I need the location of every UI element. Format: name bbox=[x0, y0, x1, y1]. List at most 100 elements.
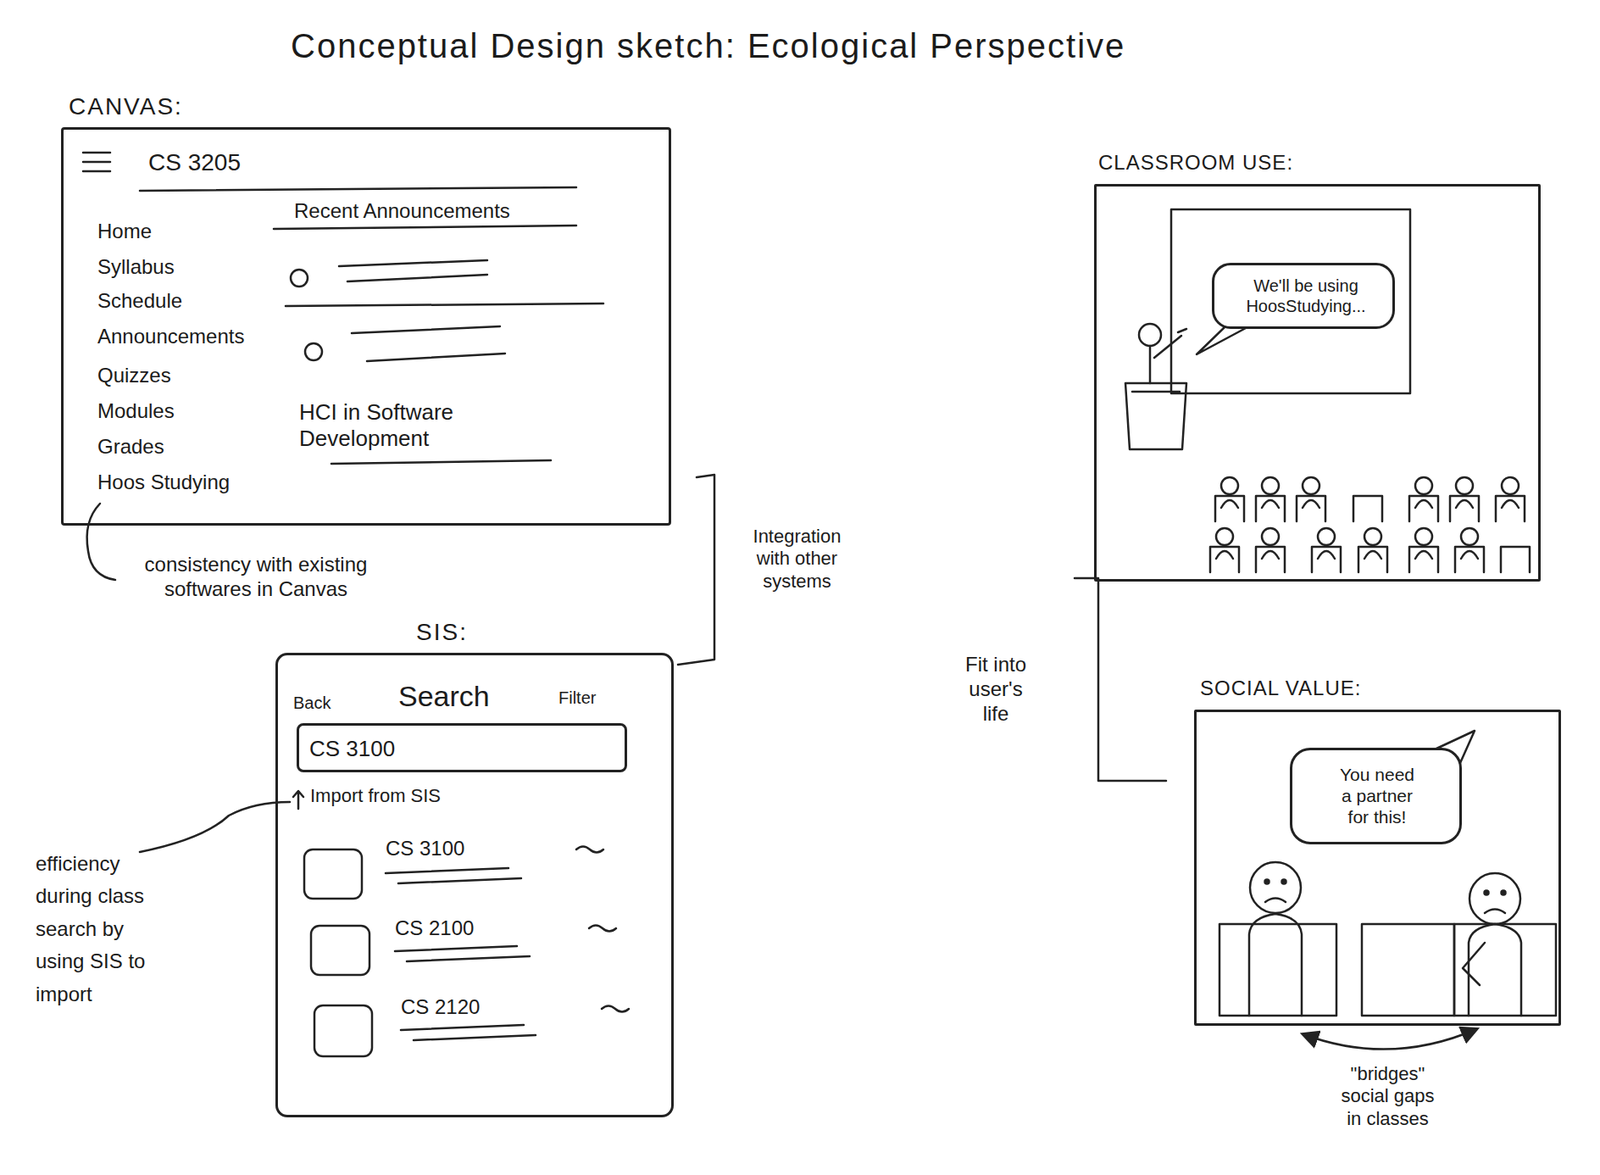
sketch-path bbox=[1125, 383, 1187, 450]
sketch-path bbox=[1415, 550, 1433, 559]
sketch-circle bbox=[1461, 527, 1478, 545]
sketch-path bbox=[1501, 500, 1519, 508]
sketch-rect bbox=[314, 1005, 373, 1056]
result-item: CS 2100 bbox=[394, 916, 474, 941]
design-note: efficiency during class search by using … bbox=[35, 847, 163, 1011]
speech-text: You need a partner for this! bbox=[1334, 763, 1420, 828]
sketch-circle bbox=[1261, 477, 1279, 495]
sketch-circle bbox=[1250, 861, 1301, 913]
sketch-path bbox=[1210, 546, 1239, 573]
sketch-g bbox=[83, 152, 1556, 1056]
menu-item: Schedule bbox=[97, 288, 183, 314]
sketch-circle bbox=[1216, 527, 1234, 545]
sketch-circle bbox=[1302, 477, 1320, 495]
sketch-rect bbox=[1361, 923, 1455, 1016]
sketch-path bbox=[338, 260, 488, 282]
menu-item: Syllabus bbox=[97, 255, 175, 280]
course-title: HCI in Software Development bbox=[299, 399, 537, 452]
sketch-path bbox=[1132, 390, 1180, 394]
menu-item: Modules bbox=[97, 399, 175, 424]
speech-text: We'll be using HoosStudying... bbox=[1225, 275, 1387, 317]
sketch-circle bbox=[1138, 323, 1162, 346]
course-code: CS 3205 bbox=[148, 148, 241, 178]
sketch-circle bbox=[1415, 527, 1433, 545]
sketch-path bbox=[385, 867, 522, 884]
sketch-circle bbox=[1265, 879, 1270, 884]
sketch-circle bbox=[1501, 890, 1506, 895]
sketch-path bbox=[1364, 550, 1382, 559]
sketch-path bbox=[1455, 546, 1484, 573]
sketch-path bbox=[1303, 1028, 1477, 1050]
menu-item: Announcements bbox=[97, 324, 245, 350]
canvas-window: CANVAS:CS 3205Recent AnnouncementsHomeSy… bbox=[61, 127, 672, 526]
result-item: CS 2120 bbox=[400, 994, 480, 1020]
sketch-path bbox=[1500, 546, 1530, 573]
sketch-path bbox=[139, 801, 290, 852]
sketch-path bbox=[273, 225, 577, 229]
sketch-rect bbox=[1171, 209, 1411, 394]
sketch-circle bbox=[305, 343, 323, 361]
nav-button: Filter bbox=[558, 687, 596, 708]
speech-bubble: We'll be using HoosStudying... bbox=[1211, 262, 1395, 329]
menu-item: Grades bbox=[97, 434, 165, 460]
sketch-path bbox=[1317, 550, 1335, 559]
result-item: CS 3100 bbox=[385, 836, 465, 862]
sketch-path bbox=[285, 303, 604, 306]
design-note: consistency with existing softwares in C… bbox=[120, 552, 392, 602]
sketch-path bbox=[1216, 550, 1234, 559]
sketch-path bbox=[1296, 495, 1326, 522]
import-link: Import from SIS bbox=[310, 784, 441, 807]
sketch-path bbox=[1409, 495, 1439, 522]
design-note: Fit into user's life bbox=[957, 652, 1034, 726]
sketch-path bbox=[1154, 328, 1187, 358]
sketch-rect bbox=[1219, 923, 1337, 1016]
sketch-path bbox=[1311, 546, 1341, 573]
sis-phone-screen: SIS:BackSearchFilterImport from SISCS 31… bbox=[275, 652, 674, 1117]
menu-item: Hoos Studying bbox=[97, 470, 230, 495]
sketch-path bbox=[1495, 495, 1525, 522]
sketch-circle bbox=[1415, 477, 1433, 495]
sketch-circle bbox=[290, 269, 308, 287]
sketch-path bbox=[588, 925, 617, 932]
sketch-path bbox=[1358, 546, 1388, 573]
sketch-circle bbox=[1455, 477, 1473, 495]
sketch-path bbox=[1221, 500, 1239, 508]
sketch-path bbox=[1461, 550, 1478, 559]
classroom-frame: CLASSROOM USE:We'll be using HoosStudyin… bbox=[1094, 183, 1541, 582]
sketch-path bbox=[83, 152, 111, 172]
sketch-path bbox=[1409, 546, 1439, 573]
sketch-path bbox=[1265, 898, 1286, 903]
sketch-path bbox=[1074, 577, 1167, 781]
sketch-circle bbox=[1282, 879, 1287, 884]
sketch-path bbox=[293, 790, 304, 809]
sketch-path bbox=[1215, 495, 1245, 522]
panel-heading: CLASSROOM USE: bbox=[1098, 150, 1294, 176]
panel-heading: SOCIAL VALUE: bbox=[1200, 676, 1362, 701]
search-query: CS 3100 bbox=[309, 735, 395, 762]
sketch-path bbox=[1261, 550, 1279, 559]
sketch-rect bbox=[1454, 923, 1556, 1016]
sketch-path bbox=[1462, 942, 1485, 985]
sketch-path bbox=[1436, 730, 1475, 763]
sketch-circle bbox=[1501, 477, 1519, 495]
sketch-path bbox=[1353, 495, 1383, 522]
panel-heading: SIS: bbox=[416, 617, 468, 647]
sketch-path bbox=[1149, 345, 1152, 384]
sketch-circle bbox=[1261, 527, 1279, 545]
menu-item: Home bbox=[97, 219, 152, 245]
sketch-path bbox=[1255, 495, 1285, 522]
sketch-path bbox=[1255, 546, 1285, 573]
sketch-path bbox=[1415, 500, 1433, 508]
sketch-path bbox=[1249, 913, 1302, 1016]
search-field: CS 3100 bbox=[296, 722, 628, 773]
sketch-g bbox=[1210, 477, 1530, 573]
sketch-circle bbox=[1364, 527, 1382, 545]
panel-heading: CANVAS: bbox=[68, 92, 184, 122]
sketch-circle bbox=[1484, 890, 1489, 895]
sketch-path bbox=[576, 846, 604, 853]
sketch-path bbox=[1261, 500, 1279, 508]
sketch-path bbox=[1484, 909, 1506, 914]
sketch-path bbox=[601, 1005, 629, 1012]
sketch-rect bbox=[311, 925, 370, 975]
